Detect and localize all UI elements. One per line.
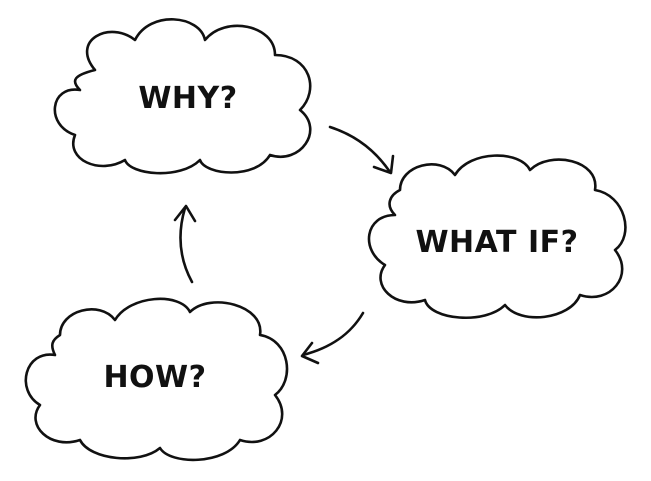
arrow-how-to-why-head bbox=[173, 204, 197, 223]
cloud-why: WHY? bbox=[53, 18, 312, 175]
arrow-what-if-to-how-line bbox=[301, 311, 365, 357]
cloud-how-outline bbox=[24, 297, 289, 462]
arrow-what-if-to-how bbox=[300, 311, 365, 365]
cloud-what-if: WHAT IF? bbox=[367, 154, 627, 320]
how-label: HOW? bbox=[103, 360, 206, 395]
cloud-what-if-outline bbox=[367, 154, 627, 320]
what-if-label: WHAT IF? bbox=[415, 225, 578, 260]
arrow-why-to-what-if-line bbox=[328, 125, 392, 174]
why-label: WHY? bbox=[138, 81, 237, 116]
cloud-why-outline bbox=[53, 18, 312, 175]
arrow-what-if-to-how-head bbox=[300, 341, 320, 365]
cloud-how: HOW? bbox=[24, 297, 289, 462]
arrow-why-to-what-if-head bbox=[372, 154, 395, 175]
arrow-how-to-why bbox=[173, 204, 197, 284]
arrow-why-to-what-if bbox=[328, 125, 395, 175]
arrow-how-to-why-line bbox=[179, 206, 194, 284]
